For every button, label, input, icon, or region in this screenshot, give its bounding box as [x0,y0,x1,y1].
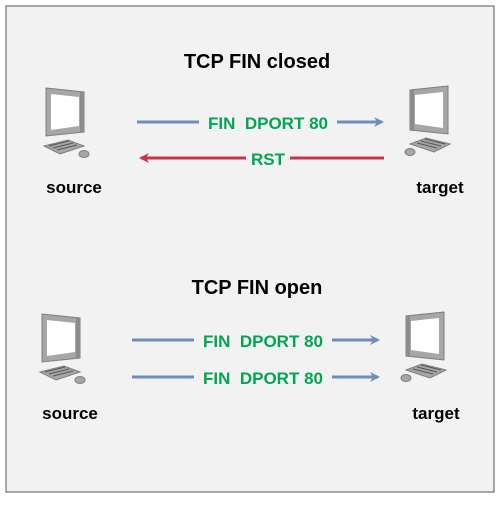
target-computer-icon [404,85,451,156]
target-label: target [416,178,464,197]
target-label: target [412,404,460,423]
fin-request-label-1: FIN DPORT 80 [203,332,323,351]
open-section-title: TCP FIN open [192,277,323,299]
closed-section-title: TCP FIN closed [184,51,330,73]
fin-request-label-bg-2 [194,367,332,389]
rst-reply-label-bg [246,148,290,170]
fin-request-label-bg-1 [194,330,332,352]
source-computer-icon [39,313,86,384]
open-section: TCP FIN open source target FIN DPORT 80 … [39,277,460,423]
fin-request-label: FIN DPORT 80 [208,114,328,133]
fin-request-label-bg [199,112,337,134]
closed-section: TCP FIN closed source target FIN DPORT 8… [43,51,464,197]
diagram-panel [5,5,495,493]
source-label: source [46,178,102,197]
fin-request-label-2: FIN DPORT 80 [203,369,323,388]
target-computer-icon [400,311,447,382]
source-computer-icon [43,87,90,158]
rst-reply-label: RST [251,150,286,169]
source-label: source [42,404,98,423]
